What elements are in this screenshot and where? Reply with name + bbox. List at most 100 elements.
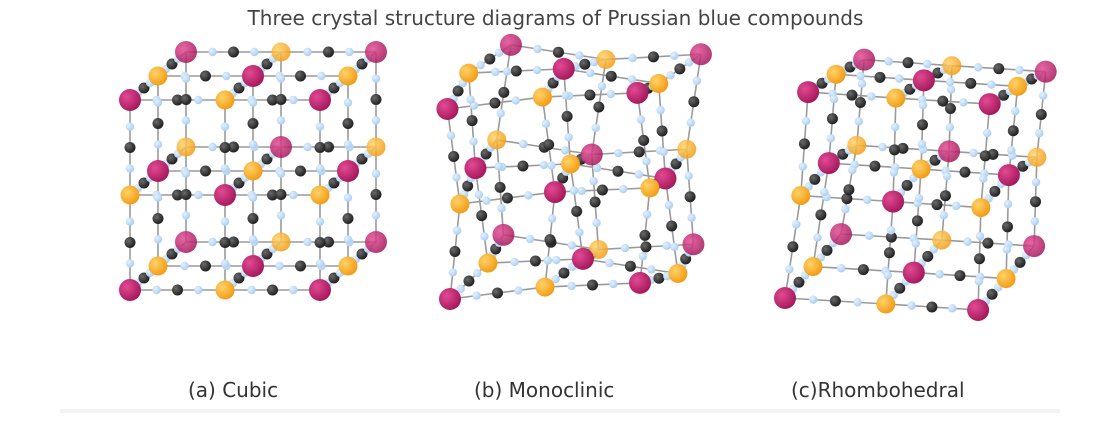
nitrogen-atom — [289, 95, 298, 105]
carbon-atom — [166, 153, 178, 165]
carbon-atom — [200, 70, 211, 82]
metal-atom-orange — [996, 269, 1016, 289]
nitrogen-atom — [524, 191, 533, 200]
carbon-atom — [342, 118, 354, 129]
carbon-atom — [152, 213, 164, 224]
carbon-atom — [821, 244, 833, 256]
nitrogen-atom — [289, 285, 298, 295]
carbon-atom — [584, 89, 596, 101]
carbon-atom — [180, 189, 192, 200]
nitrogen-atom — [1015, 65, 1024, 75]
carbon-atom — [656, 125, 668, 137]
nitrogen-atom — [494, 162, 503, 171]
nitrogen-atom — [820, 187, 829, 197]
nitrogen-atom — [510, 257, 519, 267]
carbon-atom — [579, 58, 591, 70]
nitrogen-atom — [636, 115, 646, 124]
carbon-atom — [328, 177, 340, 189]
nitrogen-atom — [792, 220, 801, 229]
nitrogen-atom — [181, 116, 191, 125]
nitrogen-atom — [448, 268, 457, 277]
metal-atom-orange — [1027, 147, 1047, 167]
nitrogen-atom — [276, 211, 286, 220]
carbon-atom — [498, 86, 510, 98]
carbon-atom — [544, 234, 556, 246]
metal-atom-magenta — [214, 184, 236, 206]
metal-atom-orange — [886, 88, 906, 108]
carbon-atom — [973, 253, 985, 265]
carbon-atom — [793, 276, 805, 288]
metal-atom-magenta — [365, 41, 387, 63]
nitrogen-atom — [303, 237, 312, 247]
nitrogen-atom — [371, 74, 381, 83]
carbon-atom — [233, 177, 245, 189]
nitrogen-atom — [181, 169, 191, 178]
cubic-lattice — [119, 41, 387, 301]
carbon-atom — [233, 82, 245, 94]
metal-atom-magenta — [1034, 60, 1057, 83]
carbon-atom — [529, 255, 541, 267]
nitrogen-atom — [152, 285, 161, 295]
nitrogen-atom — [589, 176, 598, 186]
nitrogen-atom — [194, 285, 203, 295]
metal-atom-magenta — [830, 223, 852, 246]
metal-atom-magenta — [912, 69, 935, 92]
metal-atom-magenta — [175, 41, 197, 63]
metal-atom-magenta — [967, 299, 990, 321]
carbon-atom — [466, 115, 478, 127]
nitrogen-atom — [452, 226, 462, 235]
metal-atom-orange — [450, 194, 470, 214]
nitrogen-atom — [692, 76, 702, 86]
nitrogen-atom — [907, 301, 916, 310]
carbon-atom — [172, 284, 183, 296]
caption-cubic: (a) Cubic — [188, 378, 279, 402]
carbon-atom — [314, 237, 326, 248]
metal-atom-orange — [215, 280, 235, 300]
carbon-atom — [314, 142, 326, 153]
metal-atom-orange — [826, 64, 846, 84]
metal-atom-orange — [176, 137, 196, 157]
metal-atom-orange — [148, 66, 168, 86]
nitrogen-atom — [469, 137, 478, 146]
nitrogen-atom — [452, 173, 461, 182]
carbon-atom — [261, 153, 273, 165]
nitrogen-atom — [343, 98, 353, 107]
carbon-atom — [267, 189, 278, 201]
nitrogen-atom — [591, 123, 600, 133]
carbon-atom — [674, 63, 686, 75]
nitrogen-atom — [248, 235, 258, 244]
metal-atom-magenta — [492, 223, 515, 246]
nitrogen-atom — [848, 165, 857, 175]
carbon-atom — [846, 89, 858, 101]
nitrogen-atom — [857, 79, 867, 88]
nitrogen-atom — [939, 211, 949, 220]
carbon-atom — [463, 275, 475, 287]
carbon-atom — [452, 85, 464, 97]
carbon-atom — [247, 213, 259, 224]
nitrogen-atom — [614, 148, 623, 158]
nitrogen-atom — [371, 116, 381, 125]
carbon-atom — [874, 71, 886, 83]
carbon-atom — [931, 199, 943, 211]
nitrogen-atom — [829, 94, 839, 104]
carbon-atom — [510, 65, 522, 77]
nitrogen-atom — [605, 258, 614, 268]
nitrogen-atom — [959, 98, 968, 107]
nitrogen-atom — [248, 140, 258, 149]
nitrogen-atom — [502, 67, 512, 76]
carbon-atom — [605, 70, 617, 82]
nitrogen-atom — [497, 204, 506, 213]
metal-atom-magenta — [464, 157, 487, 180]
nitrogen-atom — [511, 96, 521, 105]
nitrogen-atom — [315, 164, 325, 173]
nitrogen-atom — [456, 284, 465, 294]
nitrogen-atom — [275, 261, 284, 271]
metal-atom-orange — [560, 154, 580, 174]
carbon-atom — [787, 241, 799, 253]
nitrogen-atom — [1002, 245, 1012, 254]
nitrogen-atom — [208, 142, 217, 152]
carbon-atom — [587, 279, 598, 291]
nitrogen-atom — [1039, 91, 1048, 100]
carbon-atom — [323, 236, 334, 248]
carbon-atom — [571, 205, 583, 217]
